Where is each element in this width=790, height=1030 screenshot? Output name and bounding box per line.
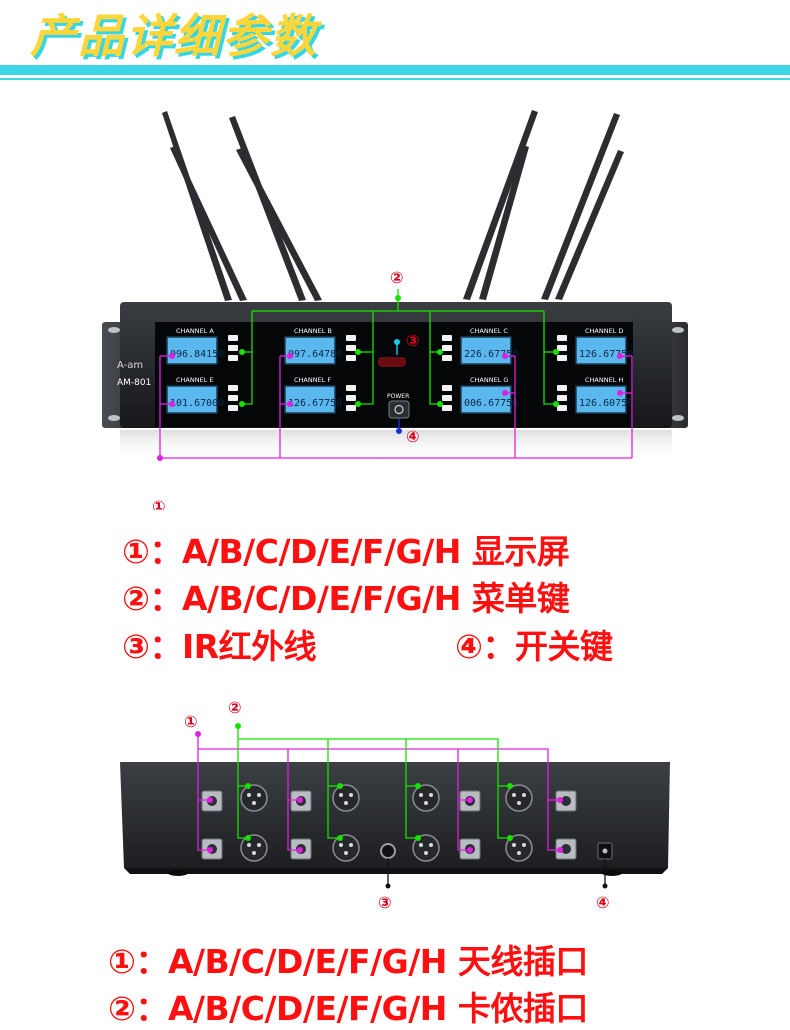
channel-display-f: CHANNEL F 126.67750 bbox=[284, 376, 342, 414]
menu-keys bbox=[228, 335, 567, 411]
page-title: 产品详细参数 bbox=[30, 9, 318, 63]
brand-logo: A-am bbox=[117, 360, 143, 371]
svg-text:CHANNEL H: CHANNEL H bbox=[585, 376, 623, 384]
marker-2-front: ② bbox=[390, 268, 404, 287]
header-divider bbox=[0, 65, 790, 75]
page-header: 产品详细参数 bbox=[0, 0, 790, 80]
svg-text:006.67750: 006.67750 bbox=[464, 398, 518, 409]
svg-text:097.64780: 097.64780 bbox=[288, 349, 342, 360]
antenna-leaders bbox=[197, 734, 560, 851]
svg-text:096.84150: 096.84150 bbox=[170, 349, 224, 360]
svg-text:CHANNEL A: CHANNEL A bbox=[176, 327, 214, 335]
legend-ir: ③：IR红外线 bbox=[122, 627, 317, 666]
svg-text:101.67000: 101.67000 bbox=[170, 398, 224, 409]
svg-text:126.67750: 126.67750 bbox=[579, 349, 633, 360]
front-panel-image: A-am AM-801 CHANNEL A 096.84150 CHANNEL … bbox=[102, 110, 688, 510]
channel-display-e: CHANNEL E 101.67000 bbox=[166, 376, 224, 414]
antennas bbox=[162, 110, 624, 301]
menu-key-leaders bbox=[242, 289, 556, 405]
power-label: POWER bbox=[387, 393, 409, 400]
marker-3-front: ③ bbox=[406, 331, 420, 350]
channel-display-g: CHANNEL G 006.67750 bbox=[460, 376, 518, 414]
power-button[interactable] bbox=[388, 400, 410, 419]
channel-display-a: CHANNEL A 096.84150 bbox=[166, 327, 224, 365]
legend-antenna-jacks: ①：A/B/C/D/E/F/G/H 天线插口 bbox=[108, 942, 588, 981]
marker-1-front: ① bbox=[152, 497, 166, 510]
channel-display-b: CHANNEL B 097.64780 bbox=[284, 327, 342, 365]
legend-power-key: ④：开关键 bbox=[455, 627, 613, 666]
channel-display-c: CHANNEL C 226.67750 bbox=[460, 327, 518, 365]
marker-4-front: ④ bbox=[406, 427, 420, 446]
xlr-jacks bbox=[240, 784, 533, 862]
svg-text:CHANNEL G: CHANNEL G bbox=[470, 376, 508, 384]
svg-text:CHANNEL C: CHANNEL C bbox=[470, 327, 508, 335]
rear-panel-image: ① ② ③ ④ bbox=[120, 698, 670, 912]
marker-2-rear: ② bbox=[228, 698, 242, 717]
marker-1-rear: ① bbox=[184, 712, 198, 731]
channel-display-d: CHANNEL D 126.67750 bbox=[575, 327, 633, 365]
marker-3-rear: ③ bbox=[378, 893, 392, 912]
svg-text:CHANNEL D: CHANNEL D bbox=[585, 327, 623, 335]
legend-displays: ①：A/B/C/D/E/F/G/H 显示屏 bbox=[122, 532, 570, 571]
xlr-leaders bbox=[237, 726, 510, 839]
legend-xlr-jacks: ②：A/B/C/D/E/F/G/H 卡侬插口 bbox=[108, 989, 588, 1028]
svg-text:CHANNEL E: CHANNEL E bbox=[176, 376, 214, 384]
mix-output-jack bbox=[380, 843, 396, 859]
model-label: AM-801 bbox=[117, 378, 151, 388]
legend-menu-keys: ②：A/B/C/D/E/F/G/H 菜单键 bbox=[122, 579, 570, 618]
svg-text:CHANNEL F: CHANNEL F bbox=[294, 376, 331, 384]
svg-text:CHANNEL B: CHANNEL B bbox=[294, 327, 332, 335]
ir-window bbox=[378, 357, 406, 367]
marker-4-rear: ④ bbox=[596, 893, 610, 912]
channel-display-h: CHANNEL H 126.60750 bbox=[575, 376, 633, 414]
svg-text:126.60750: 126.60750 bbox=[579, 398, 633, 409]
svg-text:126.67750: 126.67750 bbox=[288, 398, 342, 409]
svg-text:226.67750: 226.67750 bbox=[464, 349, 518, 360]
header-divider-thin bbox=[0, 78, 790, 80]
